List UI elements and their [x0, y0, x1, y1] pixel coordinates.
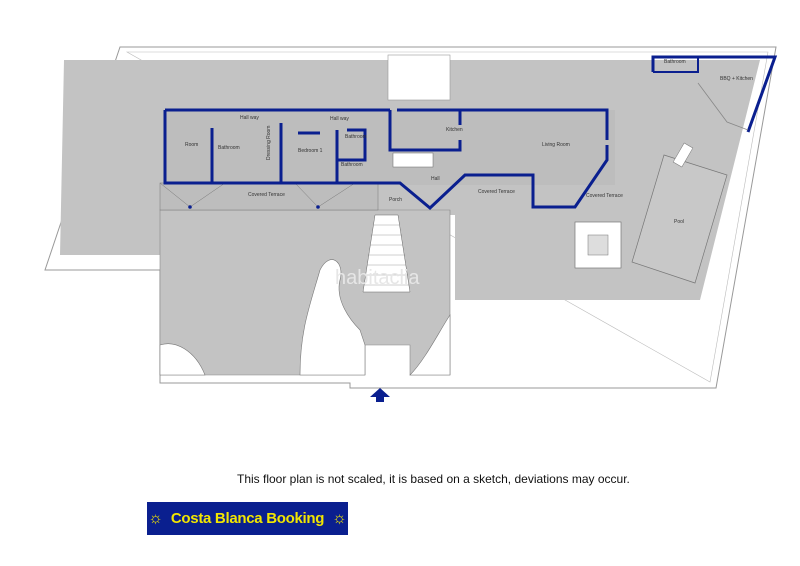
label-bedroom-1: Bedroom 1 [298, 148, 323, 154]
label-bathroom-3: Bathroom [341, 162, 363, 168]
entrance-stairs [362, 214, 411, 293]
entrance-arrow-icon [370, 388, 390, 402]
site-boundary [44, 46, 777, 389]
garden-arc [409, 314, 451, 376]
label-hall: Hall [431, 176, 440, 182]
watermark: habitaclia [335, 267, 420, 289]
label-room: Room [185, 142, 198, 148]
label-covered-terrace-3: Covered Terrace [586, 193, 623, 199]
garden-curve [299, 259, 366, 376]
logo: ☼ Costa Blanca Booking ☼ [147, 502, 348, 535]
label-hallway-1: Hall way [240, 115, 259, 121]
stairs-inner [392, 152, 434, 168]
label-covered-terrace-2: Covered Terrace [478, 189, 515, 195]
white-lawn [387, 54, 451, 101]
label-bathroom-2: Bathroom [345, 134, 367, 140]
garden-corner [159, 343, 206, 376]
disclaimer: This floor plan is not scaled, it is bas… [237, 472, 630, 486]
logo-text: Costa Blanca Booking [170, 510, 325, 527]
walls [163, 108, 609, 211]
label-hallway-2: Hall way [330, 116, 349, 122]
covered-terrace-area [159, 182, 379, 211]
label-bbq-kitchen: BBQ + Kitchen [720, 76, 753, 82]
bbq-walls [651, 55, 778, 133]
label-living-room: Living Room [542, 142, 570, 148]
label-bathroom-bbq: Bathroom [664, 59, 686, 65]
label-pool: Pool [674, 219, 684, 225]
pool-steps [672, 142, 694, 168]
label-covered-terrace-1: Covered Terrace [248, 192, 285, 198]
sun-icon: ☼ [332, 509, 347, 527]
label-bathroom-1: Bathroom [218, 145, 240, 151]
floor-plan: habitaclia Room Hall way Hall way Bathro… [44, 46, 778, 402]
label-kitchen: Kitchen [446, 127, 463, 133]
sun-icon: ☼ [148, 509, 163, 527]
label-porch: Porch [389, 197, 402, 203]
pool [631, 154, 728, 284]
label-dressing-room: Dressing Room [266, 126, 272, 160]
